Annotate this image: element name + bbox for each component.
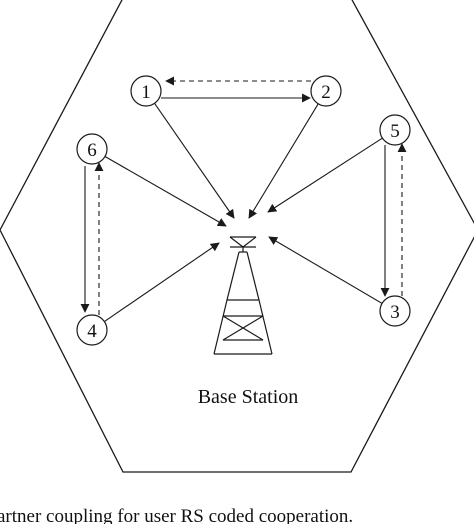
figure-caption: artner coupling for user RS coded cooper… [0,506,353,524]
uplink-arrow-2 [248,103,319,219]
uplink-arrow-4 [104,242,220,322]
user-node-label-6: 6 [87,140,97,161]
uplink-arrow-1 [154,103,235,219]
user-node-2 [310,75,342,107]
uplink-arrow-3 [268,236,383,304]
user-node-1 [130,75,162,107]
user-node-6 [76,133,108,165]
user-node-label-1: 1 [141,82,151,103]
base-station-tower [213,236,273,355]
uplink-arrow-5 [267,137,383,213]
links-layer [80,76,407,322]
user-node-label-2: 2 [321,82,331,103]
user-node-label-5: 5 [390,121,400,142]
user-node-label-4: 4 [87,321,97,342]
user-node-label-3: 3 [390,302,400,323]
cell-hexagon [0,0,474,473]
user-node-3 [379,295,411,327]
base-station-label: Base Station [198,386,299,408]
user-nodes-layer: 1 2 3 4 5 6 [76,75,411,346]
user-node-5 [379,114,411,146]
uplink-arrow-6 [104,155,227,227]
user-node-4 [76,314,108,346]
